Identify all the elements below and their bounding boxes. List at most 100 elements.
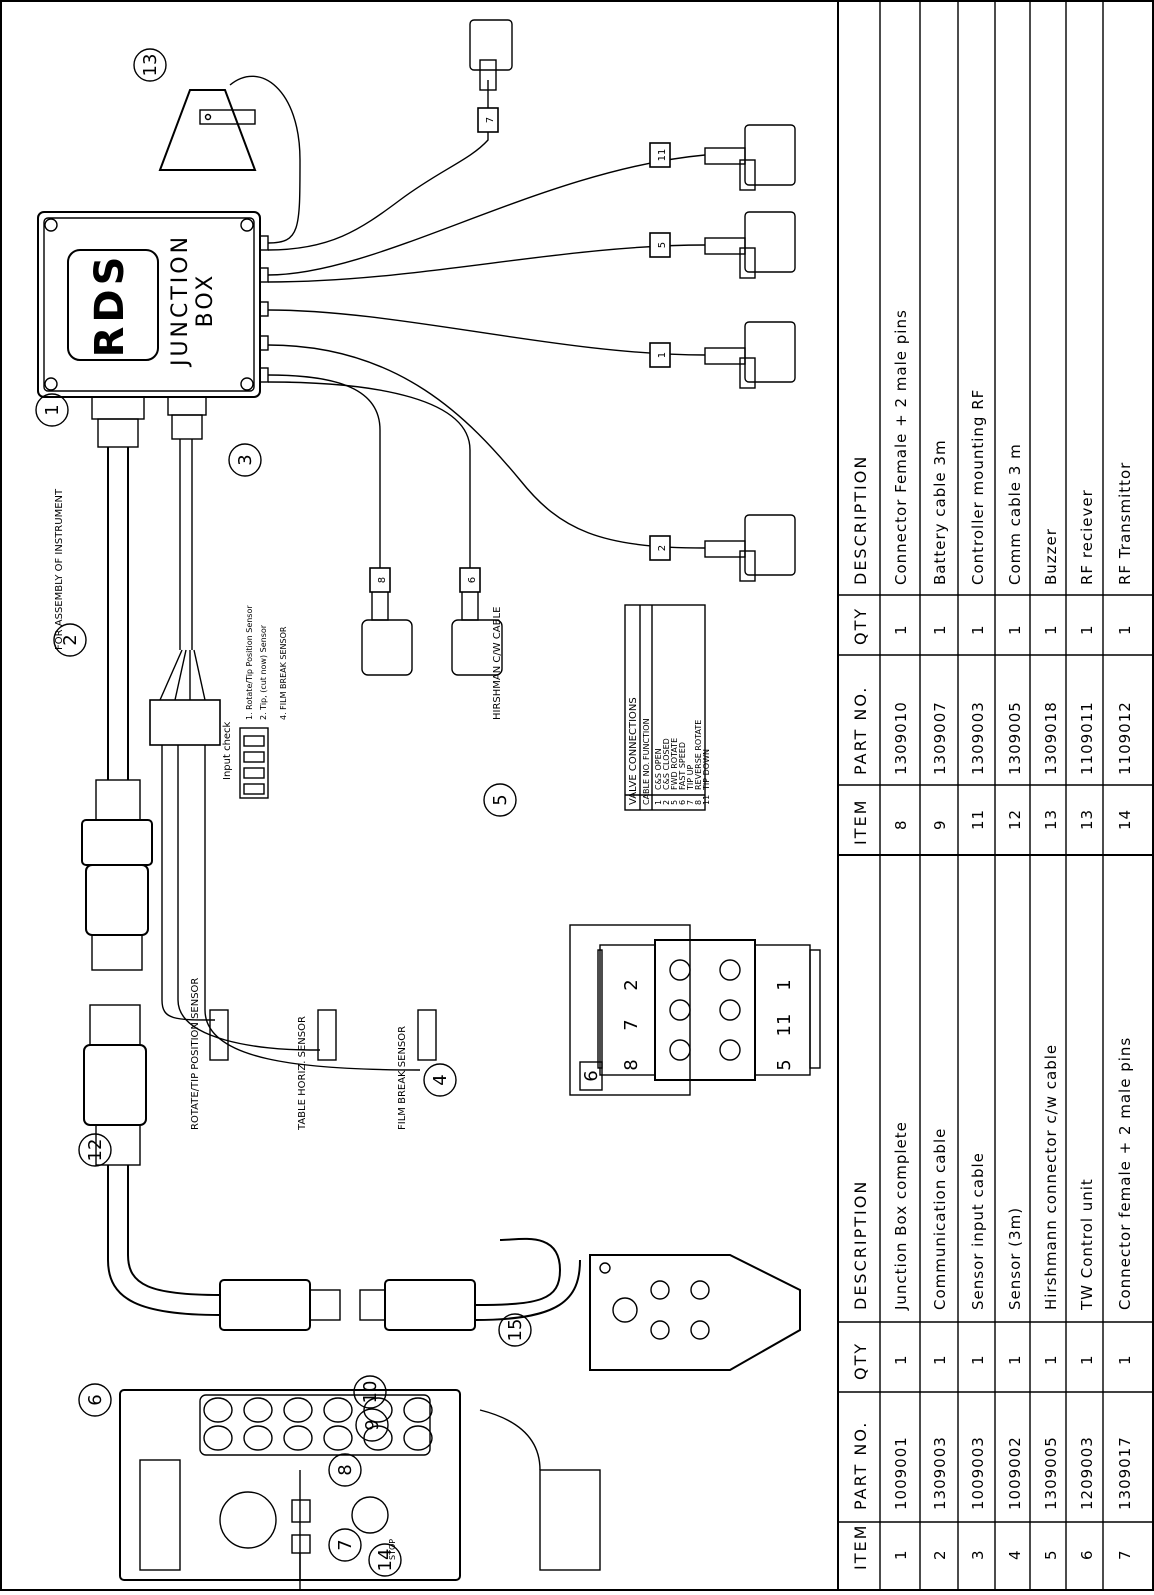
valve-table-cable: 5 — [670, 800, 679, 805]
input-list-3: 4. FILM BREAK SENSOR — [279, 626, 288, 720]
tw-control-unit: STOP — [119, 1389, 461, 1581]
bom-right-header: ITEM — [851, 799, 870, 845]
bom-right-qty: 1 — [1006, 624, 1024, 635]
valve-table-cable: 11 — [702, 795, 711, 805]
valve-block-label: 11 — [774, 1014, 795, 1037]
valve-table-function: FWD ROTATE — [670, 738, 679, 790]
bom-right-part: 1309007 — [931, 701, 949, 775]
input-check-connector — [239, 727, 269, 799]
bom-left-qty: 1 — [1006, 1354, 1024, 1365]
cable-tag: 6 — [467, 577, 478, 583]
bom-left-qty: 1 — [969, 1354, 987, 1365]
bom-right-part: 1309005 — [1006, 701, 1024, 775]
cable-tag: 11 — [657, 149, 668, 162]
bom-left-item: 5 — [1042, 1549, 1060, 1560]
input-list-1: 1. Rotate/Tip Position Sensor — [245, 605, 254, 720]
bom-left-header: PART NO. — [851, 1421, 870, 1510]
bom-right-item: 8 — [892, 819, 910, 830]
callout-3: 3 — [235, 454, 256, 465]
bom-right-item: 13 — [1042, 809, 1060, 830]
connector-1 — [704, 321, 796, 389]
valve-cables — [229, 75, 706, 580]
bom-left-part: 1009001 — [892, 1436, 910, 1510]
valve-connectors — [361, 19, 796, 676]
callout-13: 13 — [140, 54, 161, 77]
valve-table-cable: 2 — [662, 800, 671, 805]
bom-right-header: QTY — [851, 607, 870, 645]
hirshman-label: HIRSHMAN C/W CABLE — [492, 607, 503, 720]
valve-table-function: C&S OPEN — [654, 748, 663, 790]
valve-table-header: CABLE NO. — [642, 762, 651, 805]
bom-right-desc: RF Transmittor — [1116, 462, 1134, 585]
valve-table-cable: 7 — [686, 800, 695, 805]
bom-right-part: 1109012 — [1116, 701, 1134, 775]
bom-right-desc: Connector Female + 2 male pins — [892, 309, 910, 585]
junction-box: RDS JUNCTION BOX — [37, 211, 269, 448]
bom-left-desc: Hirshmann connector c/w cable — [1042, 1044, 1060, 1310]
bom-right-part: 1309018 — [1042, 701, 1060, 775]
bom-right-item: 12 — [1006, 809, 1024, 830]
bom-left-desc: Sensor input cable — [969, 1152, 987, 1310]
assembly-note: FOR ASSEMBLY OF INSTRUMENT — [54, 488, 65, 650]
callout-8: 8 — [335, 1464, 356, 1475]
buzzer — [158, 89, 257, 171]
rf-transmitter — [589, 1254, 801, 1371]
connector-7 — [469, 19, 513, 91]
bom-right-qty: 1 — [1078, 624, 1096, 635]
valve-table-cable: 6 — [678, 800, 687, 805]
input-check-label: Input check — [222, 721, 233, 780]
bom-right-item: 11 — [969, 809, 987, 830]
callout-15: 15 — [505, 1319, 526, 1342]
cable-tag: 5 — [657, 242, 668, 248]
bom-left-part: 1209003 — [1078, 1436, 1096, 1510]
valve-table-cable: 8 — [694, 800, 703, 805]
bom-right-qty: 1 — [1116, 624, 1134, 635]
connector-11 — [704, 124, 796, 191]
valve-block-label: 1 — [774, 979, 795, 990]
main-cables — [81, 439, 221, 1316]
cable-tag: 7 — [485, 117, 496, 123]
callout-5: 5 — [490, 794, 511, 805]
bom-right-part: 1109011 — [1078, 701, 1096, 775]
bom-right-qty: 1 — [1042, 624, 1060, 635]
bom-left-qty: 1 — [1078, 1354, 1096, 1365]
battery-cable — [291, 1409, 601, 1595]
bom-left-part: 1009003 — [969, 1436, 987, 1510]
connector-2 — [704, 514, 796, 582]
valve-block-tag: 6 — [581, 1070, 602, 1081]
callout-4: 4 — [430, 1074, 451, 1085]
junction-box-subtitle: BOX — [193, 273, 218, 328]
rds-logo — [67, 249, 159, 361]
bom-left-item: 6 — [1078, 1549, 1096, 1560]
table-horiz-label: TABLE HORIZ. SENSOR — [297, 1016, 308, 1131]
annotations: FOR ASSEMBLY OF INSTRUMENT Input check 1… — [54, 488, 503, 1131]
bom-left-desc: Junction Box complete — [892, 1121, 910, 1311]
bom-right-qty: 1 — [969, 624, 987, 635]
valve-table-cable: 1 — [654, 800, 663, 805]
bom-right-desc: RF reciever — [1078, 489, 1096, 585]
bom-left-qty: 1 — [1042, 1354, 1060, 1365]
callout-7: 7 — [335, 1539, 356, 1550]
bom-right-item: 13 — [1078, 809, 1096, 830]
bom-right-item: 9 — [931, 819, 949, 830]
callout-10: 10 — [360, 1381, 381, 1404]
bom-left-item: 3 — [969, 1549, 987, 1560]
callout-2: 2 — [60, 634, 81, 645]
bom-left-desc: Sensor (3m) — [1006, 1207, 1024, 1310]
bom-right-qty: 1 — [892, 624, 910, 635]
cable-tag: 1 — [657, 352, 668, 358]
bom-right-item: 14 — [1116, 809, 1134, 830]
connector-8 — [361, 579, 413, 676]
bom-left-item: 4 — [1006, 1549, 1024, 1560]
valve-block-label: 5 — [774, 1059, 795, 1070]
bom-left-part: 1309017 — [1116, 1436, 1134, 1510]
bom-right-desc: Comm cable 3 m — [1006, 443, 1024, 585]
input-list-2: 2. Tip, (cut now) Sensor — [259, 624, 268, 720]
valve-table-title: VALVE CONNECTIONS — [628, 697, 639, 805]
bom-left-header: ITEM — [851, 1524, 870, 1570]
